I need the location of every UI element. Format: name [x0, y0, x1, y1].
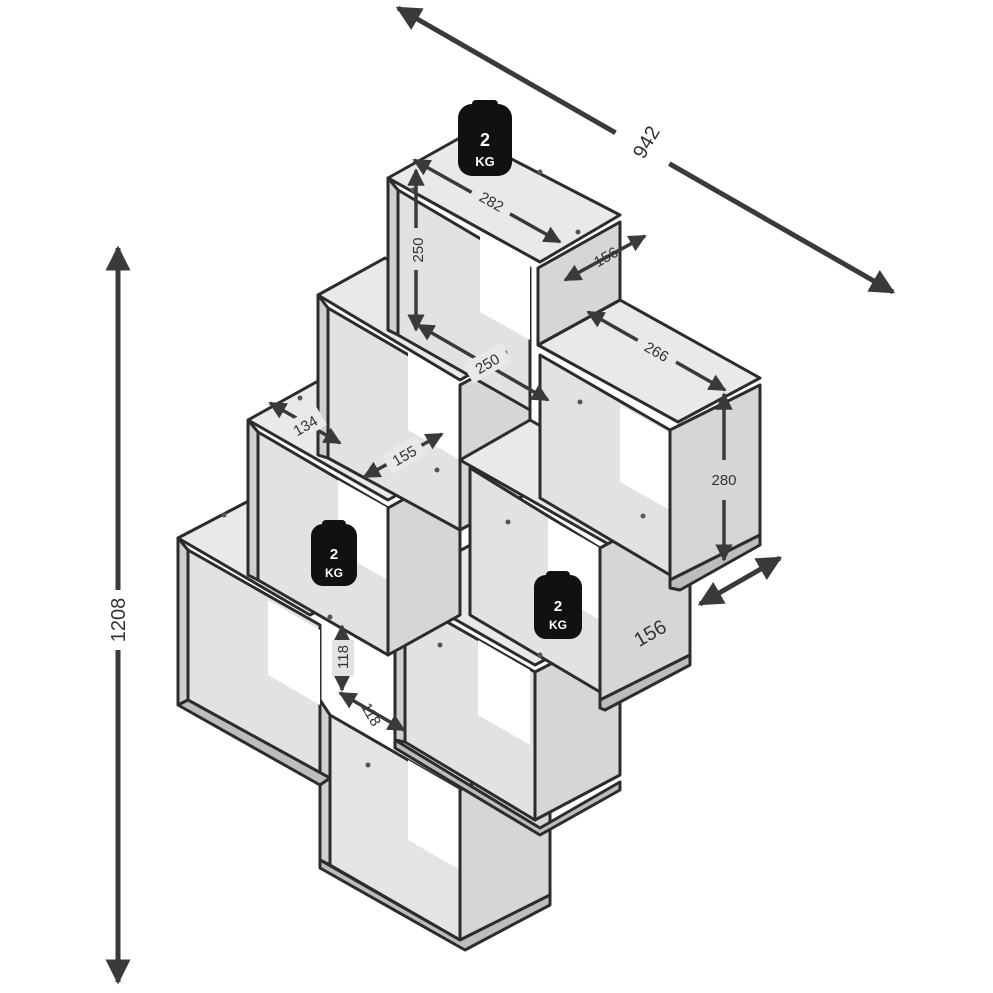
weight-unit: KG [325, 566, 343, 580]
weight-unit: KG [475, 154, 495, 169]
shelf-structure [176, 133, 762, 952]
hole [640, 513, 646, 519]
arrow-small-width [338, 691, 406, 732]
hole [297, 395, 303, 401]
hole [505, 519, 511, 525]
hole [365, 762, 371, 768]
weight-value: 2 [330, 546, 338, 563]
weight-left: 2 KG [311, 520, 357, 586]
hole [437, 642, 443, 648]
label-top-height: 250 [410, 237, 427, 262]
hole [537, 652, 543, 658]
weight-right: 2 KG [534, 571, 582, 639]
hole [575, 229, 581, 235]
cube-bottom [318, 698, 552, 952]
weight-value: 2 [554, 598, 562, 615]
hole [537, 169, 543, 175]
hole [327, 614, 333, 620]
label-small-height: 118 [335, 645, 352, 669]
arrow-depth-bottom [697, 555, 783, 607]
label-right-height: 280 [711, 472, 736, 489]
arrow-top-depth [563, 234, 647, 282]
hole [434, 467, 440, 473]
weight-value: 2 [480, 130, 490, 150]
weight-unit: KG [549, 618, 567, 632]
hole [577, 399, 583, 405]
label-total-height: 1208 [108, 598, 130, 643]
hole [221, 512, 227, 518]
weight-top: 2 KG [458, 100, 512, 176]
